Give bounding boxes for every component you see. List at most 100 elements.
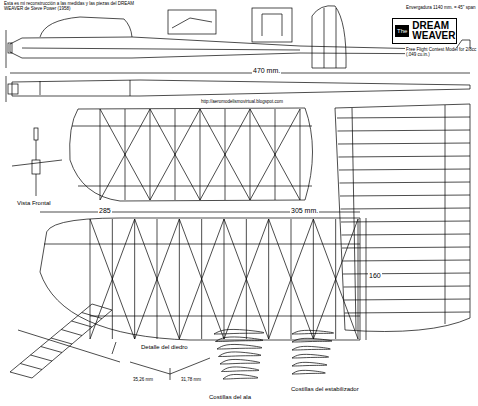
diagonal (135, 219, 180, 339)
rib-profile (223, 374, 258, 379)
diagonal (250, 109, 300, 200)
plan-label: Esta es mi reconstrucción a las medidas … (3, 2, 155, 12)
plan-label: Detalle del diedro (140, 344, 189, 351)
rib-line (342, 234, 471, 235)
plan-label: Vista Frontal (16, 200, 52, 207)
rib-line (345, 312, 471, 313)
diagonal (224, 219, 269, 339)
former (40, 81, 41, 95)
rib-line (339, 169, 470, 170)
diagonal (90, 219, 135, 339)
rib-line (337, 117, 470, 118)
model-sketch (10, 304, 120, 378)
logo-text: The (395, 25, 409, 37)
rib-profile (214, 329, 264, 334)
rib-line (31, 355, 53, 361)
rib-line (225, 109, 226, 200)
rib-profile (292, 338, 332, 342)
dimension-line (366, 218, 367, 340)
rib-line (342, 247, 470, 248)
rib-line (268, 219, 269, 339)
rib-line (125, 109, 126, 200)
plan-label: Costillas del estabilizador (290, 386, 360, 393)
rib-line (134, 219, 135, 339)
rib-line (340, 182, 471, 183)
diagonal (313, 219, 358, 339)
fuselage-top-view (6, 73, 470, 102)
rib-profile (292, 330, 334, 334)
inset-box (252, 8, 292, 42)
rib-line (291, 219, 292, 339)
rib-line (41, 347, 62, 353)
rib-line (20, 364, 42, 370)
rib-line (343, 273, 470, 274)
wing-top-view (40, 212, 366, 340)
logo-text: DREAM WEAVER (412, 21, 450, 41)
fin-rib (324, 8, 325, 68)
fin-line (36, 174, 37, 196)
fin-rib (336, 8, 337, 68)
stabilizer-top-view (70, 108, 313, 201)
box (34, 128, 38, 140)
diagonal (200, 109, 250, 200)
wing-outline (40, 218, 360, 340)
rib-line (82, 313, 102, 319)
plan-label: http://aeromodelismovirtual.blogspot.com (200, 100, 284, 105)
rib-line (61, 330, 82, 336)
rib-profile (292, 370, 325, 374)
rib-line (300, 109, 301, 200)
rib-line (338, 130, 471, 131)
rib-line (224, 219, 225, 339)
diagonal (100, 109, 150, 200)
former (130, 80, 131, 96)
pylon-line (36, 140, 37, 160)
rib-profile (222, 367, 260, 372)
pylon (40, 17, 132, 37)
fuselage-side-view (6, 17, 470, 68)
rib-profile (292, 362, 327, 366)
propeller (6, 30, 7, 68)
rib-line (51, 338, 72, 344)
rib-line (246, 219, 247, 339)
engine (8, 43, 12, 53)
inset-box (168, 10, 216, 34)
rib-line (112, 219, 113, 339)
inset-sketch (262, 14, 282, 36)
rib-line (275, 109, 276, 200)
diagonal (269, 219, 314, 339)
fin-outline (312, 6, 346, 68)
rib-profile (292, 354, 329, 358)
diagonal (224, 219, 269, 339)
rib-line (100, 109, 101, 200)
plan-label: 285 (98, 207, 112, 215)
rib-profile (220, 359, 260, 364)
fuselage-section (32, 160, 40, 174)
rib-line (338, 143, 470, 144)
rib-line (335, 219, 336, 339)
rib-line (358, 219, 359, 339)
dimension-line (10, 73, 470, 74)
rib-line (201, 219, 202, 339)
rib-line (339, 156, 471, 157)
spar (78, 186, 312, 187)
detail-insets (168, 8, 292, 42)
rib-line (250, 109, 251, 200)
rib-profile (219, 352, 262, 357)
rib-line (344, 299, 470, 300)
center-mark (170, 368, 171, 380)
fin (312, 6, 346, 68)
dihedral-detail (130, 358, 210, 380)
wing-outline (10, 304, 112, 378)
diagonal (100, 109, 150, 200)
fin-line (112, 342, 116, 354)
rib-line (90, 219, 91, 339)
inset-sketch (172, 18, 212, 28)
plan-label: 31,78 mm (180, 378, 202, 383)
plan-label: Free Flight Contest Model for 2/8cc (.04… (405, 48, 478, 58)
plan-label: 305 mm. (290, 207, 319, 215)
spar (72, 126, 312, 127)
rib-line (340, 195, 470, 196)
plan-label: 470 mm. (252, 67, 281, 75)
diagonal (150, 109, 200, 200)
rib-line (157, 219, 158, 339)
